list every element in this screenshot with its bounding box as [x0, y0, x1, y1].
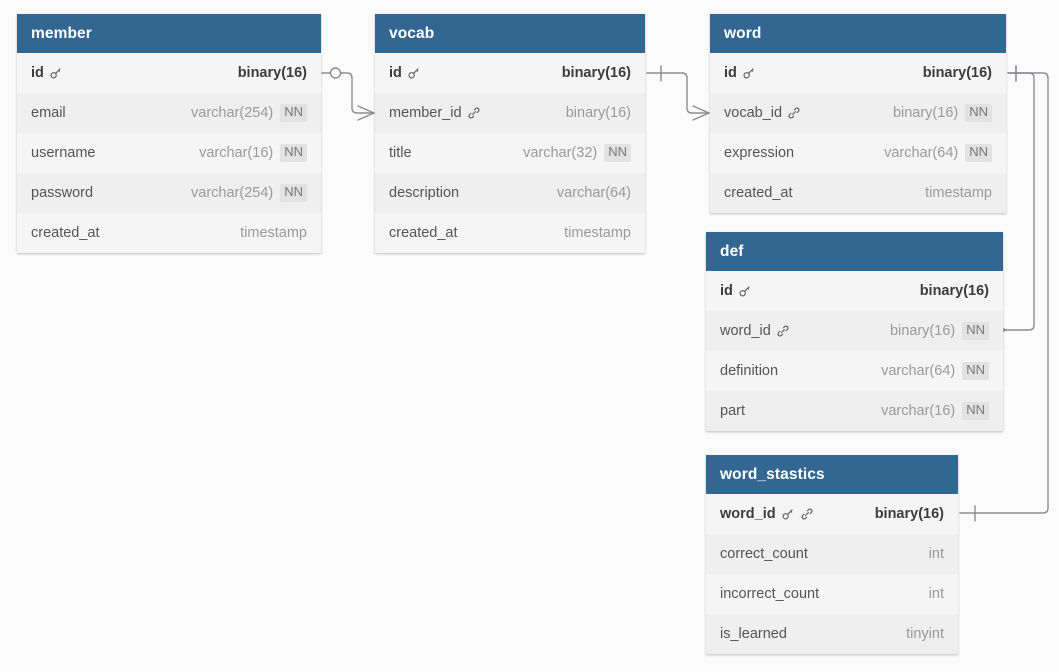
attribute-name: word_id — [720, 506, 776, 522]
attribute-name: description — [389, 185, 460, 201]
attribute-type: binary(16) — [919, 283, 989, 299]
entity-vocab[interactable]: vocab id binary(16) member_id binary(16)… — [375, 14, 645, 253]
attribute-row[interactable]: password varchar(254) NN — [17, 173, 321, 213]
attribute-row[interactable]: member_id binary(16) — [375, 93, 645, 133]
key-icon — [738, 284, 752, 298]
key-icon — [781, 507, 795, 521]
status-badge-not-null: NN — [962, 362, 989, 380]
attribute-name: email — [31, 105, 66, 121]
status-badge-not-null: NN — [280, 184, 307, 202]
status-badge-not-null: NN — [965, 144, 992, 162]
attribute-row[interactable]: description varchar(64) — [375, 173, 645, 213]
entity-title-member: member — [17, 14, 321, 53]
attribute-row[interactable]: created_at timestamp — [17, 213, 321, 253]
attribute-type: binary(16) — [889, 323, 956, 339]
attribute-row[interactable]: title varchar(32) NN — [375, 133, 645, 173]
attribute-name: created_at — [724, 185, 793, 201]
key-icon — [49, 66, 63, 80]
attribute-type: binary(16) — [237, 65, 307, 81]
attribute-name: expression — [724, 145, 795, 161]
attribute-type: varchar(16) — [881, 403, 956, 419]
attribute-type: timestamp — [925, 185, 992, 201]
entity-title-word: word — [710, 14, 1006, 53]
attribute-name: title — [389, 145, 412, 161]
attribute-row[interactable]: id binary(16) — [17, 53, 321, 93]
attribute-name: password — [31, 185, 94, 201]
attribute-row[interactable]: id binary(16) — [710, 53, 1006, 93]
attribute-name: created_at — [389, 225, 458, 241]
edge-member-vocab — [321, 67, 375, 121]
entity-title-word-stastics: word_stastics — [706, 455, 958, 494]
attribute-name: word_id — [720, 323, 771, 339]
attribute-row[interactable]: word_id binary(16) NN — [706, 311, 1003, 351]
attribute-type: binary(16) — [922, 65, 992, 81]
attribute-row[interactable]: word_id binary(16) — [706, 494, 958, 534]
attribute-row[interactable]: expression varchar(64) NN — [710, 133, 1006, 173]
entity-title-vocab: vocab — [375, 14, 645, 53]
attribute-type: varchar(32) — [523, 145, 598, 161]
attribute-row[interactable]: created_at timestamp — [710, 173, 1006, 213]
entity-def[interactable]: def id binary(16) word_id binary(16) NN … — [706, 232, 1003, 431]
attribute-row[interactable]: vocab_id binary(16) NN — [710, 93, 1006, 133]
attribute-type: varchar(254) — [191, 185, 274, 201]
attribute-row[interactable]: email varchar(254) NN — [17, 93, 321, 133]
status-badge-not-null: NN — [280, 104, 307, 122]
attribute-row[interactable]: part varchar(16) NN — [706, 391, 1003, 431]
key-icon — [407, 66, 421, 80]
link-icon — [800, 507, 814, 521]
status-badge-not-null: NN — [280, 144, 307, 162]
attribute-row[interactable]: id binary(16) — [706, 271, 1003, 311]
attribute-name: definition — [720, 363, 779, 379]
attribute-name: id — [720, 283, 733, 299]
link-icon — [776, 324, 790, 338]
attribute-row[interactable]: correct_count int — [706, 534, 958, 574]
attribute-type: binary(16) — [874, 506, 944, 522]
attribute-type: varchar(254) — [191, 105, 274, 121]
attribute-row[interactable]: incorrect_count int — [706, 574, 958, 614]
status-badge-not-null: NN — [962, 402, 989, 420]
attribute-row[interactable]: username varchar(16) NN — [17, 133, 321, 173]
attribute-row[interactable]: created_at timestamp — [375, 213, 645, 253]
attribute-name: id — [31, 65, 44, 81]
attribute-type: timestamp — [240, 225, 307, 241]
link-icon — [467, 106, 481, 120]
attribute-name: is_learned — [720, 626, 787, 642]
attribute-name: id — [389, 65, 402, 81]
edge-vocab-word — [646, 65, 710, 121]
entity-member[interactable]: member id binary(16) email varchar(254) … — [17, 14, 321, 253]
entity-word[interactable]: word id binary(16) vocab_id binary(16) N… — [710, 14, 1006, 213]
attribute-type: varchar(64) — [881, 363, 956, 379]
attribute-name: part — [720, 403, 745, 419]
attribute-type: binary(16) — [565, 105, 631, 121]
attribute-row[interactable]: definition varchar(64) NN — [706, 351, 1003, 391]
attribute-type: binary(16) — [561, 65, 631, 81]
attribute-name: created_at — [31, 225, 100, 241]
status-badge-not-null: NN — [965, 104, 992, 122]
attribute-name: correct_count — [720, 546, 808, 562]
status-badge-not-null: NN — [962, 322, 989, 340]
status-badge-not-null: NN — [604, 144, 631, 162]
attribute-row[interactable]: is_learned tinyint — [706, 614, 958, 654]
entity-word-stastics[interactable]: word_stastics word_id binary(16) correct… — [706, 455, 958, 654]
attribute-name: vocab_id — [724, 105, 783, 121]
attribute-type: int — [928, 586, 944, 602]
attribute-row[interactable]: id binary(16) — [375, 53, 645, 93]
entity-title-def: def — [706, 232, 1003, 271]
attribute-type: timestamp — [564, 225, 631, 241]
attribute-type: binary(16) — [892, 105, 959, 121]
attribute-name: incorrect_count — [720, 586, 820, 602]
attribute-name: member_id — [389, 105, 462, 121]
attribute-name: username — [31, 145, 96, 161]
key-icon — [742, 66, 756, 80]
attribute-name: id — [724, 65, 737, 81]
attribute-type: varchar(64) — [556, 185, 631, 201]
attribute-type: varchar(64) — [884, 145, 959, 161]
attribute-type: varchar(16) — [199, 145, 274, 161]
attribute-type: int — [928, 546, 944, 562]
link-icon — [787, 106, 801, 120]
attribute-type: tinyint — [906, 626, 944, 642]
